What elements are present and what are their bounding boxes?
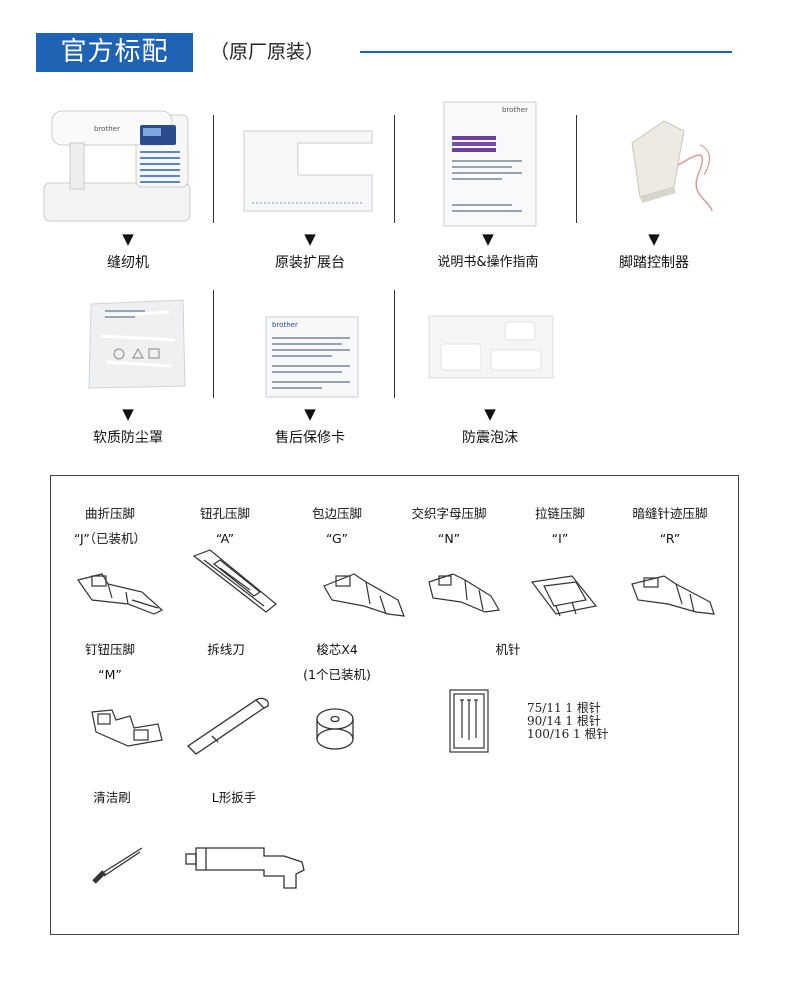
accessories-panel	[50, 475, 739, 935]
needle-size-line: 90/14 1 根针	[527, 714, 601, 728]
accessory-name: L形扳手	[211, 790, 257, 805]
accessory-name: 清洁刷	[93, 790, 131, 805]
accessory-needles: 机针	[458, 641, 558, 659]
manual-image: brother	[440, 100, 540, 228]
accessory-seam-ripper: 拆线刀	[176, 641, 276, 659]
down-arrow-icon: ▼	[122, 230, 134, 248]
divider	[394, 290, 395, 398]
row1-item-extension-table: ▼ 原装扩展台	[220, 231, 400, 273]
accessory-name: 拆线刀	[207, 642, 245, 657]
monogram-foot-icon	[425, 570, 505, 616]
brand-text: brother	[94, 125, 120, 133]
accessory-name: 机针	[495, 642, 521, 657]
down-arrow-icon: ▼	[122, 405, 134, 423]
accessory-name: 拉链压脚	[534, 506, 585, 521]
accessory-code: “G”	[326, 531, 348, 546]
row1-item-foot-controller: ▼ 脚踏控制器	[564, 231, 744, 273]
accessory-l-wrench: L形扳手	[184, 789, 284, 807]
accessory-code: “J”（已装机）	[73, 531, 147, 546]
accessory-name: 交织字母压脚	[411, 506, 487, 521]
accessory-code: “I”	[551, 531, 569, 546]
accessory-name: 包边压脚	[311, 506, 362, 521]
bobbin-icon	[310, 705, 360, 753]
divider	[576, 115, 577, 223]
divider	[213, 115, 214, 223]
foot-controller-image	[618, 115, 718, 215]
item-label: 原装扩展台	[275, 255, 345, 271]
cleaning-brush-icon	[90, 842, 146, 888]
item-label: 售后保修卡	[275, 430, 345, 446]
accessory-buttonhole-foot: 钮孔压脚 “A”	[175, 505, 275, 548]
brand-text: brother	[272, 321, 298, 329]
accessory-name: 曲折压脚	[84, 506, 135, 521]
dust-cover-image	[85, 296, 189, 392]
needle-sizes: 75/11 1 根针 90/14 1 根针 100/16 1 根针	[527, 702, 608, 741]
accessory-code: “N”	[437, 531, 461, 546]
seam-ripper-icon	[184, 694, 274, 756]
accessory-zigzag-foot: 曲折压脚 “J”（已装机）	[60, 505, 160, 548]
overcast-foot-icon	[318, 570, 410, 622]
accessory-name: 钉钮压脚	[84, 642, 135, 657]
accessory-code: “A”	[215, 531, 235, 546]
accessory-overcast-foot: 包边压脚 “G”	[287, 505, 387, 548]
down-arrow-icon: ▼	[648, 230, 660, 248]
brand-text: brother	[502, 106, 528, 114]
l-wrench-icon	[184, 840, 308, 892]
button-fitting-foot-icon	[88, 706, 166, 748]
down-arrow-icon: ▼	[482, 230, 494, 248]
zigzag-foot-icon	[72, 570, 167, 620]
extension-table-image	[238, 125, 378, 217]
item-label: 缝纫机	[107, 255, 149, 271]
needle-size-line: 100/16 1 根针	[527, 727, 609, 741]
divider	[394, 115, 395, 223]
row2-item-warranty-card: ▼ 售后保修卡	[220, 406, 400, 448]
blindstitch-foot-icon	[628, 572, 718, 618]
accessory-button-fitting-foot: 钉钮压脚 “M”	[60, 641, 160, 684]
foam-image	[425, 308, 557, 384]
item-label: 说明书&操作指南	[437, 255, 539, 270]
item-label: 脚踏控制器	[619, 255, 689, 271]
accessory-zipper-foot: 拉链压脚 “I”	[510, 505, 610, 548]
accessory-code: “M”	[98, 667, 122, 682]
accessory-code: “R”	[659, 531, 681, 546]
needle-pack-icon	[448, 688, 490, 754]
row2-item-dust-cover: ▼ 软质防尘罩	[38, 406, 218, 448]
divider	[213, 290, 214, 398]
accessory-monogram-foot: 交织字母压脚 “N”	[397, 505, 501, 548]
item-label: 软质防尘罩	[93, 430, 163, 446]
zipper-foot-icon	[526, 572, 602, 620]
sewing-machine-image: brother	[40, 105, 195, 225]
down-arrow-icon: ▼	[304, 405, 316, 423]
title-rule	[360, 51, 732, 53]
row2-item-foam: ▼ 防震泡沫	[400, 406, 580, 448]
item-label: 防震泡沫	[462, 430, 518, 446]
section-subtitle: （原厂原装）	[210, 41, 325, 63]
buttonhole-foot-icon	[190, 548, 280, 616]
row1-item-sewing-machine: ▼ 缝纫机	[38, 231, 218, 273]
warranty-card-image: brother	[264, 315, 360, 399]
accessory-name: 暗缝针迹压脚	[632, 506, 708, 521]
accessory-name: 梭芯X4	[316, 642, 358, 657]
accessory-name: 钮孔压脚	[199, 506, 250, 521]
accessory-blindstitch-foot: 暗缝针迹压脚 “R”	[618, 505, 722, 548]
down-arrow-icon: ▼	[484, 405, 496, 423]
accessory-bobbin: 梭芯X4 (1个已装机)	[284, 641, 390, 684]
accessory-cleaning-brush: 清洁刷	[62, 789, 162, 807]
accessory-note: (1个已装机)	[303, 667, 371, 682]
needle-size-line: 75/11 1 根针	[527, 701, 601, 715]
down-arrow-icon: ▼	[304, 230, 316, 248]
section-title: 官方标配	[36, 33, 193, 72]
row1-item-manual: ▼ 说明书&操作指南	[398, 231, 578, 273]
